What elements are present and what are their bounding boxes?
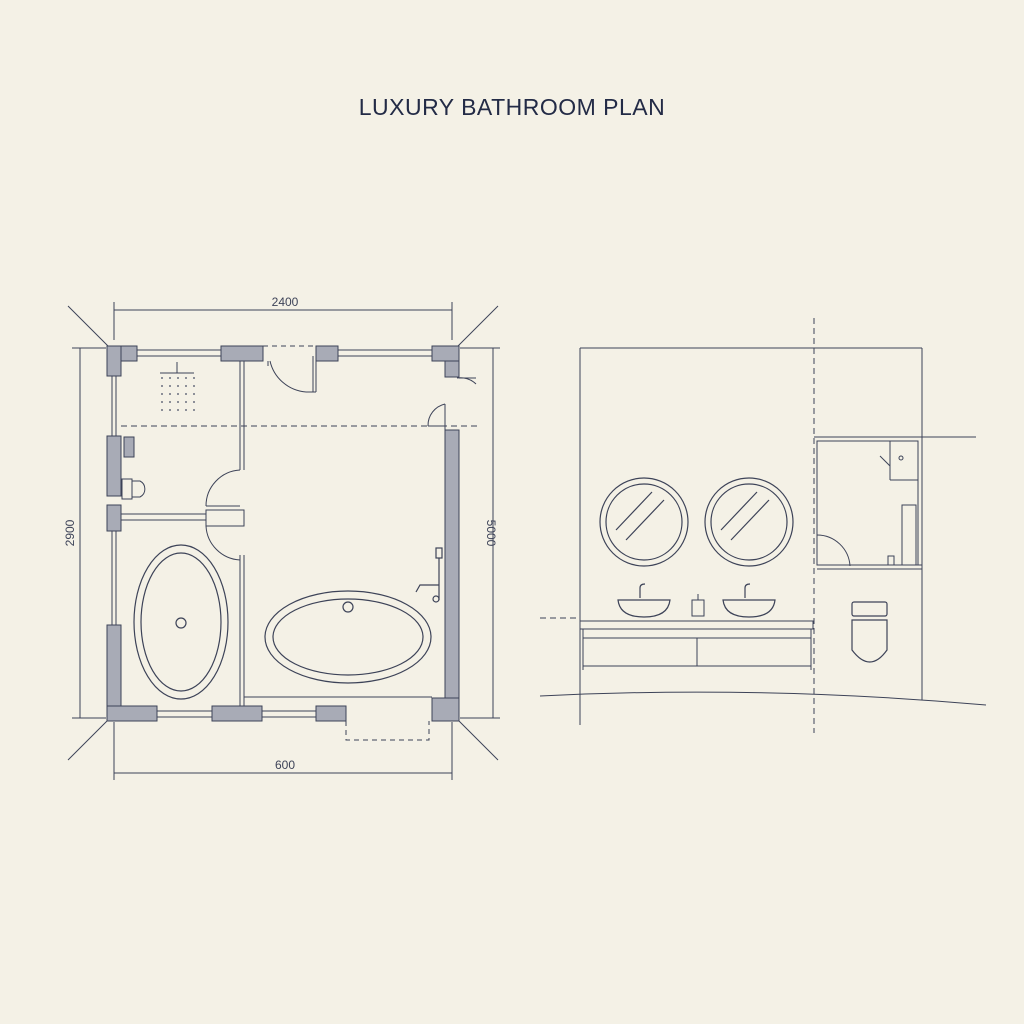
dimension-lines <box>67 302 500 780</box>
vanity-cabinet <box>579 620 814 670</box>
page-title: LUXURY BATHROOM PLAN <box>358 94 666 120</box>
shower-head-icon <box>160 362 196 411</box>
mirror-right-icon <box>704 477 794 567</box>
wc-room-outline <box>814 436 976 570</box>
toilet-elevation-icon <box>851 601 888 663</box>
tub-faucet-icon <box>415 547 443 603</box>
elevation-view <box>539 318 987 733</box>
oval-bathtub-horizontal <box>264 590 432 684</box>
dimension-bottom: 600 <box>275 758 295 772</box>
partitions <box>121 356 432 706</box>
floor-plan <box>67 302 500 780</box>
dimension-right: 5000 <box>484 520 498 547</box>
doors <box>205 345 477 741</box>
walls <box>106 345 460 722</box>
dimension-left: 2900 <box>63 519 77 546</box>
soap-bottle-icon <box>691 594 705 617</box>
mirror-left-icon <box>599 477 689 567</box>
basin-right-icon <box>722 583 776 618</box>
dimension-top: 2400 <box>272 295 299 309</box>
windows <box>111 349 432 718</box>
oval-bathtub-vertical <box>133 544 229 700</box>
basin-left-icon <box>617 583 671 618</box>
toilet-plan-icon <box>121 478 146 500</box>
